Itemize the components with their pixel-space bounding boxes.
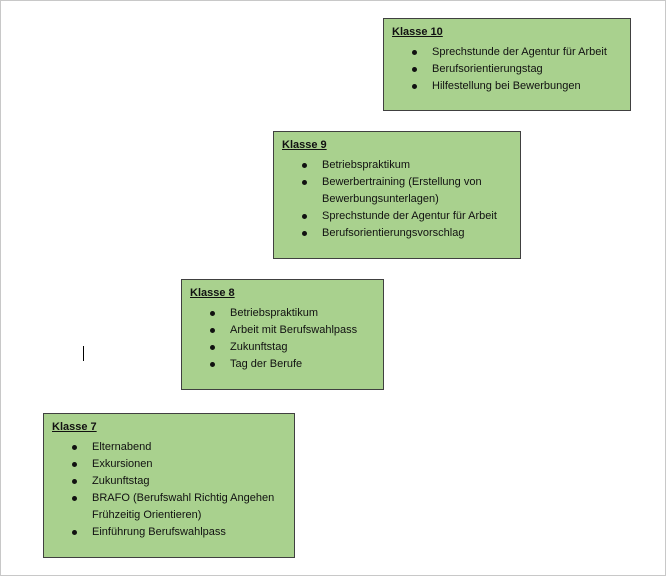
bullet-icon (302, 231, 307, 236)
list-item-text: Tag der Berufe (230, 358, 303, 370)
box-title: Klasse 9 (282, 139, 327, 151)
bullet-icon (412, 84, 417, 89)
bullet-icon (210, 345, 215, 350)
list-item: Berufsorientierungsvorschlag (282, 225, 512, 242)
list-item-text: Betriebspraktikum (322, 159, 411, 171)
list-item-text: Exkursionen (92, 458, 153, 470)
bullet-icon (72, 530, 77, 535)
bullet-icon (210, 362, 215, 367)
bullet-icon (72, 479, 77, 484)
list-item-text: Berufsorientierungstag (432, 63, 543, 75)
list-item-text: BRAFO (Berufswahl Richtig Angehen Frühze… (92, 492, 275, 521)
list-item-text: Betriebspraktikum (230, 307, 319, 319)
list-item: Betriebspraktikum (190, 305, 375, 322)
list-item: Zukunftstag (190, 339, 375, 356)
list-item: Arbeit mit Berufswahlpass (190, 322, 375, 339)
list-item-text: Zukunftstag (230, 341, 288, 353)
list-item: Sprechstunde der Agentur für Arbeit (282, 208, 512, 225)
bullet-icon (72, 496, 77, 501)
bullet-icon (412, 67, 417, 72)
box-title: Klasse 10 (392, 26, 443, 38)
box-klasse-9: Klasse 9 Betriebspraktikum Bewerbertrain… (273, 131, 521, 259)
text-cursor (83, 346, 84, 361)
list-item: Tag der Berufe (190, 356, 375, 373)
bullet-icon (302, 163, 307, 168)
bullet-icon (210, 311, 215, 316)
box-title: Klasse 8 (190, 287, 235, 299)
list-item: Exkursionen (52, 456, 286, 473)
box-list: Elternabend Exkursionen Zukunftstag BRAF… (52, 439, 286, 541)
bullet-icon (72, 445, 77, 450)
list-item: Berufsorientierungstag (392, 61, 622, 78)
list-item-text: Hilfestellung bei Bewerbungen (432, 80, 581, 92)
list-item-text: Elternabend (92, 441, 152, 453)
box-klasse-8: Klasse 8 Betriebspraktikum Arbeit mit Be… (181, 279, 384, 390)
box-list: Sprechstunde der Agentur für Arbeit Beru… (392, 44, 622, 95)
bullet-icon (72, 462, 77, 467)
list-item-text: Sprechstunde der Agentur für Arbeit (322, 210, 497, 222)
list-item: Betriebspraktikum (282, 157, 512, 174)
list-item-text: Berufsorientierungsvorschlag (322, 227, 465, 239)
list-item: Einführung Berufswahlpass (52, 524, 286, 541)
list-item-text: Einführung Berufswahlpass (92, 526, 226, 538)
list-item: Zukunftstag (52, 473, 286, 490)
list-item-text: Zukunftstag (92, 475, 150, 487)
bullet-icon (210, 328, 215, 333)
bullet-icon (302, 214, 307, 219)
box-title: Klasse 7 (52, 421, 97, 433)
list-item: Elternabend (52, 439, 286, 456)
box-list: Betriebspraktikum Arbeit mit Berufswahlp… (190, 305, 375, 373)
list-item: Bewerbertraining (Erstellung von Bewerbu… (282, 174, 512, 208)
list-item-text: Bewerbertraining (Erstellung von Bewerbu… (322, 176, 482, 205)
box-klasse-10: Klasse 10 Sprechstunde der Agentur für A… (383, 18, 631, 111)
list-item: BRAFO (Berufswahl Richtig Angehen Frühze… (52, 490, 286, 524)
list-item: Hilfestellung bei Bewerbungen (392, 78, 622, 95)
bullet-icon (302, 180, 307, 185)
bullet-icon (412, 50, 417, 55)
box-klasse-7: Klasse 7 Elternabend Exkursionen Zukunft… (43, 413, 295, 558)
box-list: Betriebspraktikum Bewerbertraining (Erst… (282, 157, 512, 242)
list-item: Sprechstunde der Agentur für Arbeit (392, 44, 622, 61)
list-item-text: Arbeit mit Berufswahlpass (230, 324, 358, 336)
list-item-text: Sprechstunde der Agentur für Arbeit (432, 46, 607, 58)
